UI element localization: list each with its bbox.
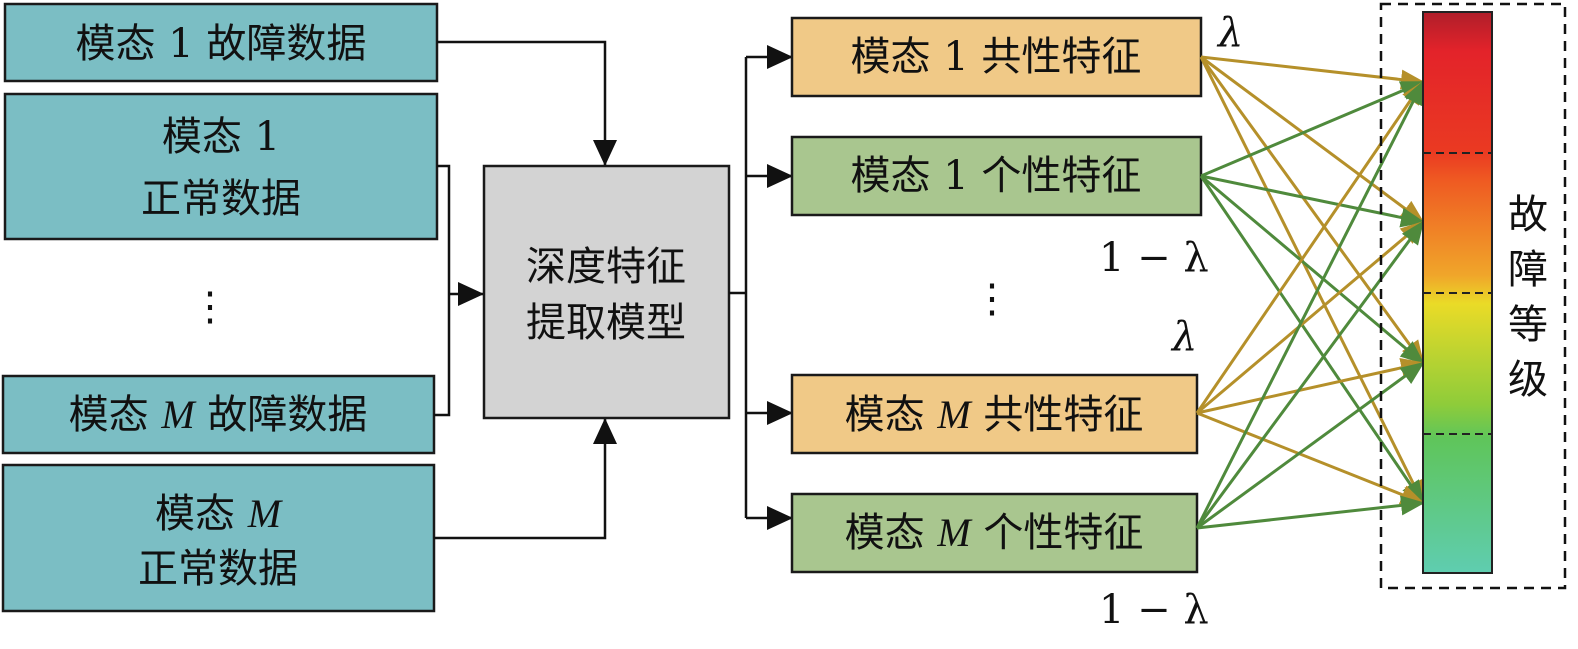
arrow-mM-common-to-level-4 <box>1196 411 1425 505</box>
input-modeM-fault-label: 模态 M 故障数据 <box>69 392 368 438</box>
arrow-m1-individual-to-level-4 <box>1199 175 1425 505</box>
arrow-m1-individual-to-level-3 <box>1200 174 1425 365</box>
fault-level-char-4: 级 <box>1508 357 1548 403</box>
model-box <box>482 164 731 420</box>
weight-lambda-bottom: λ <box>1170 314 1197 360</box>
feature-modeM-common: 模态 M 共性特征 <box>790 373 1199 455</box>
weight-one-minus-lambda-bottom: 1 − λ <box>1099 587 1209 633</box>
weight-one-minus-lambda-top: 1 − λ <box>1099 235 1209 281</box>
feature-modeM-common-label: 模态 M 共性特征 <box>845 392 1144 438</box>
fault-level-char-2: 障 <box>1508 247 1548 293</box>
arrow-mM-common-to-level-3 <box>1196 357 1425 415</box>
arrow-mM-individual-to-level-1 <box>1195 80 1425 529</box>
input-mode1-fault: 模态 1 故障数据 <box>3 2 439 83</box>
input-mode1-fault-box <box>3 2 439 83</box>
input-mode1-normal-line1: 模态 1 <box>162 114 280 160</box>
connector-mode1-fault <box>437 40 617 166</box>
input-modeM-normal-line2: 正常数据 <box>138 546 298 592</box>
arrow-m1-common-to-level-3 <box>1199 56 1425 365</box>
arrow-mM-common-to-level-1 <box>1195 80 1425 414</box>
feature-modeM-common-box <box>790 373 1199 455</box>
arrow-m1-individual-to-level-1 <box>1200 80 1425 178</box>
feature-extraction-model: 深度特征 提取模型 <box>482 164 731 420</box>
input-modeM-normal-box <box>1 463 436 613</box>
arrow-m1-common-to-level-1 <box>1200 55 1425 90</box>
feature-mode1-individual-box <box>790 135 1203 217</box>
connector-modeM-normal <box>434 418 617 540</box>
fault-level-char-3: 等 <box>1508 302 1548 348</box>
feature-modeM-individual-box <box>790 492 1199 574</box>
feature-mode1-individual: 模态 1 个性特征 <box>790 135 1203 217</box>
input-ellipsis: ⋮ <box>190 284 230 330</box>
input-mode1-normal: 模态 1 正常数据 <box>3 92 439 241</box>
feature-mode1-common-label: 模态 1 共性特征 <box>851 34 1142 80</box>
weight-lambda-top: λ <box>1216 10 1243 56</box>
fault-level-dashed-frame <box>1379 2 1567 590</box>
input-modeM-fault-box <box>1 374 436 455</box>
feature-connectors <box>729 45 793 530</box>
input-modeM-normal: 模态 M 正常数据 <box>1 463 436 613</box>
input-modeM-normal-line1: 模态 M <box>155 491 284 537</box>
feature-mode1-individual-label: 模态 1 个性特征 <box>851 153 1142 199</box>
arrow-mM-individual-to-level-3 <box>1196 361 1425 530</box>
feature-mode1-common: 模态 1 共性特征 <box>790 16 1203 98</box>
feature-mode1-common-box <box>790 16 1203 98</box>
input-mode1-fault-label: 模态 1 故障数据 <box>76 21 367 67</box>
arrow-m1-common-to-level-2 <box>1200 55 1425 224</box>
arrow-mM-individual-to-level-4 <box>1196 495 1425 530</box>
weight-arrows <box>1195 55 1425 530</box>
connector-bracket <box>434 164 451 417</box>
arrow-mM-individual-to-level-2 <box>1195 220 1425 529</box>
fault-level-panel: 故 障 等 级 <box>1379 2 1567 590</box>
input-mode1-normal-box <box>3 92 439 241</box>
model-label-line1: 深度特征 <box>526 244 686 290</box>
feature-modeM-individual-label: 模态 M 个性特征 <box>845 510 1144 556</box>
arrow-m1-individual-to-level-2 <box>1200 174 1425 228</box>
model-label-line2: 提取模型 <box>526 300 686 346</box>
feature-ellipsis: ⋮ <box>972 276 1012 322</box>
input-connectors <box>434 40 617 540</box>
arrow-mM-common-to-level-2 <box>1196 220 1425 415</box>
input-mode1-normal-line2: 正常数据 <box>141 176 301 222</box>
input-modeM-fault: 模态 M 故障数据 <box>1 374 436 455</box>
feature-modeM-individual: 模态 M 个性特征 <box>790 492 1199 574</box>
fault-level-char-1: 故 <box>1508 192 1548 238</box>
arrow-m1-common-to-level-4 <box>1199 56 1425 505</box>
